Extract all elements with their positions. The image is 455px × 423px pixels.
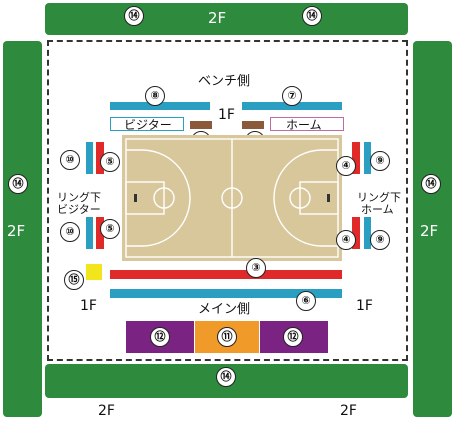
section-3-badge[interactable]: ③ [246,258,266,278]
section-3-seats[interactable] [110,270,342,279]
section-4-badge[interactable]: ④ [336,230,356,250]
bench-side-label: ベンチ側 [198,74,251,89]
section-5-badge[interactable]: ⑤ [100,152,120,172]
stand-2f-top [45,3,408,35]
floor-label-right: 2F [420,222,439,240]
section-4-seats[interactable] [352,142,360,174]
floor-label-top: 2F [208,9,227,27]
first-floor-label-left: 1F [80,298,97,314]
floor-label-left: 2F [7,222,26,240]
first-floor-boundary [47,40,408,361]
visitor-label: ビジター [124,118,172,132]
section-7-seats[interactable] [242,102,342,110]
section-10-seats[interactable] [86,217,93,249]
floor-label-bottom-left: 2F [98,403,115,419]
home-label: ホーム [286,118,322,132]
section-9-badge[interactable]: ⑨ [370,230,390,250]
section-9-seats[interactable] [364,217,371,249]
floor-label-bottom-right: 2F [340,403,357,419]
section-9-seats[interactable] [364,142,371,174]
section-10-badge[interactable]: ⑩ [60,150,80,170]
basketball-court [122,135,342,261]
ring-home-label-2: ホーム [361,203,394,216]
section-9-badge[interactable]: ⑨ [370,151,390,171]
ring-visitor-label-1: リング下 [57,191,101,204]
section-11-badge[interactable]: ⑪ [217,327,237,347]
section-12-badge[interactable]: ⑫ [283,327,303,347]
section-2-seats[interactable] [190,121,212,129]
section-12-badge[interactable]: ⑫ [150,327,170,347]
ring-visitor-label-2: ビジター [57,203,101,216]
section-10-badge[interactable]: ⑩ [60,222,80,242]
section-14-badge[interactable]: ⑭ [124,6,144,26]
section-6-seats[interactable] [110,289,342,298]
section-8-seats[interactable] [110,102,210,110]
first-floor-label-right: 1F [356,298,373,314]
first-floor-label-top: 1F [218,107,235,123]
section-14-badge[interactable]: ⑭ [302,6,322,26]
section-6-badge[interactable]: ⑥ [296,291,316,311]
stand-2f-right [413,41,452,417]
section-4-seats[interactable] [352,217,360,249]
home-bench-box [270,117,344,131]
section-10-seats[interactable] [86,142,93,174]
main-side-label: メイン側 [198,302,251,317]
section-5-badge[interactable]: ⑤ [100,219,120,239]
section-1-seats[interactable] [242,121,264,129]
section-15-seats[interactable] [86,264,102,280]
stand-2f-left [3,41,42,417]
section-14-badge[interactable]: ⑭ [216,367,236,387]
section-15-badge[interactable]: ⑮ [64,270,84,290]
visitor-bench-box [110,117,184,131]
ring-home-label-1: リング下 [357,191,401,204]
section-4-badge[interactable]: ④ [336,156,356,176]
section-8-badge[interactable]: ⑧ [145,86,165,106]
section-7-badge[interactable]: ⑦ [282,86,302,106]
section-14-badge[interactable]: ⑭ [421,174,441,194]
section-14-badge[interactable]: ⑭ [8,174,28,194]
